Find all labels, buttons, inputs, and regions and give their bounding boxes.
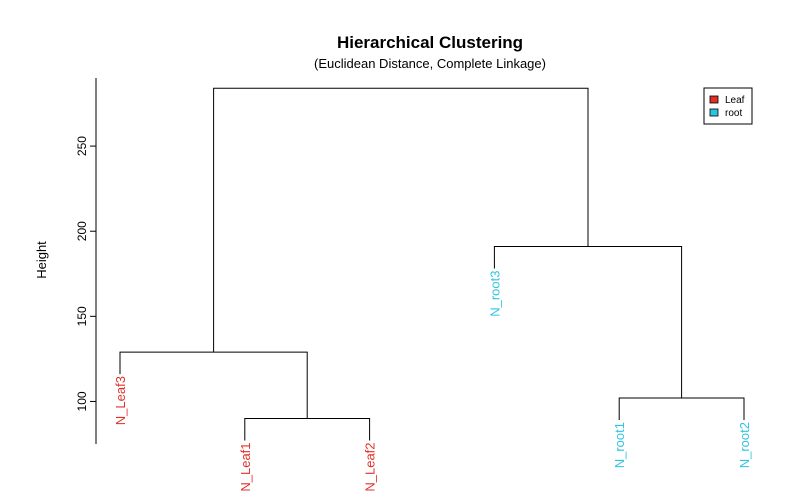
leaf-label: N_Leaf2	[363, 442, 378, 491]
leaf-label: N_root1	[612, 422, 627, 468]
y-tick-label: 150	[75, 306, 89, 326]
chart-subtitle: (Euclidean Distance, Complete Linkage)	[314, 56, 546, 71]
leaf-label: N_root3	[487, 271, 502, 317]
y-axis-label: Height	[34, 241, 49, 279]
dendrogram-branch	[493, 246, 683, 399]
legend-label: Leaf	[725, 95, 745, 106]
dendrogram-branches	[119, 87, 745, 441]
leaf-label: N_Leaf1	[238, 442, 253, 491]
legend: Leaf root	[703, 87, 753, 125]
legend-swatch	[709, 108, 719, 117]
y-tick-label: 250	[75, 136, 89, 156]
legend-label: root	[725, 108, 742, 119]
y-axis: 100 150 200 250	[75, 78, 97, 444]
chart-title: Hierarchical Clustering	[337, 33, 523, 52]
legend-box	[703, 87, 753, 125]
y-tick-label: 100	[75, 391, 89, 411]
legend-swatch	[709, 95, 719, 104]
dendrogram-branch	[119, 351, 308, 419]
leaf-label: N_Leaf3	[113, 376, 128, 425]
y-tick-label: 200	[75, 221, 89, 241]
dendrogram-branch	[244, 417, 371, 441]
leaf-label: N_root2	[737, 422, 752, 468]
dendrogram-branch	[213, 87, 589, 353]
dendrogram-branch	[618, 397, 745, 421]
